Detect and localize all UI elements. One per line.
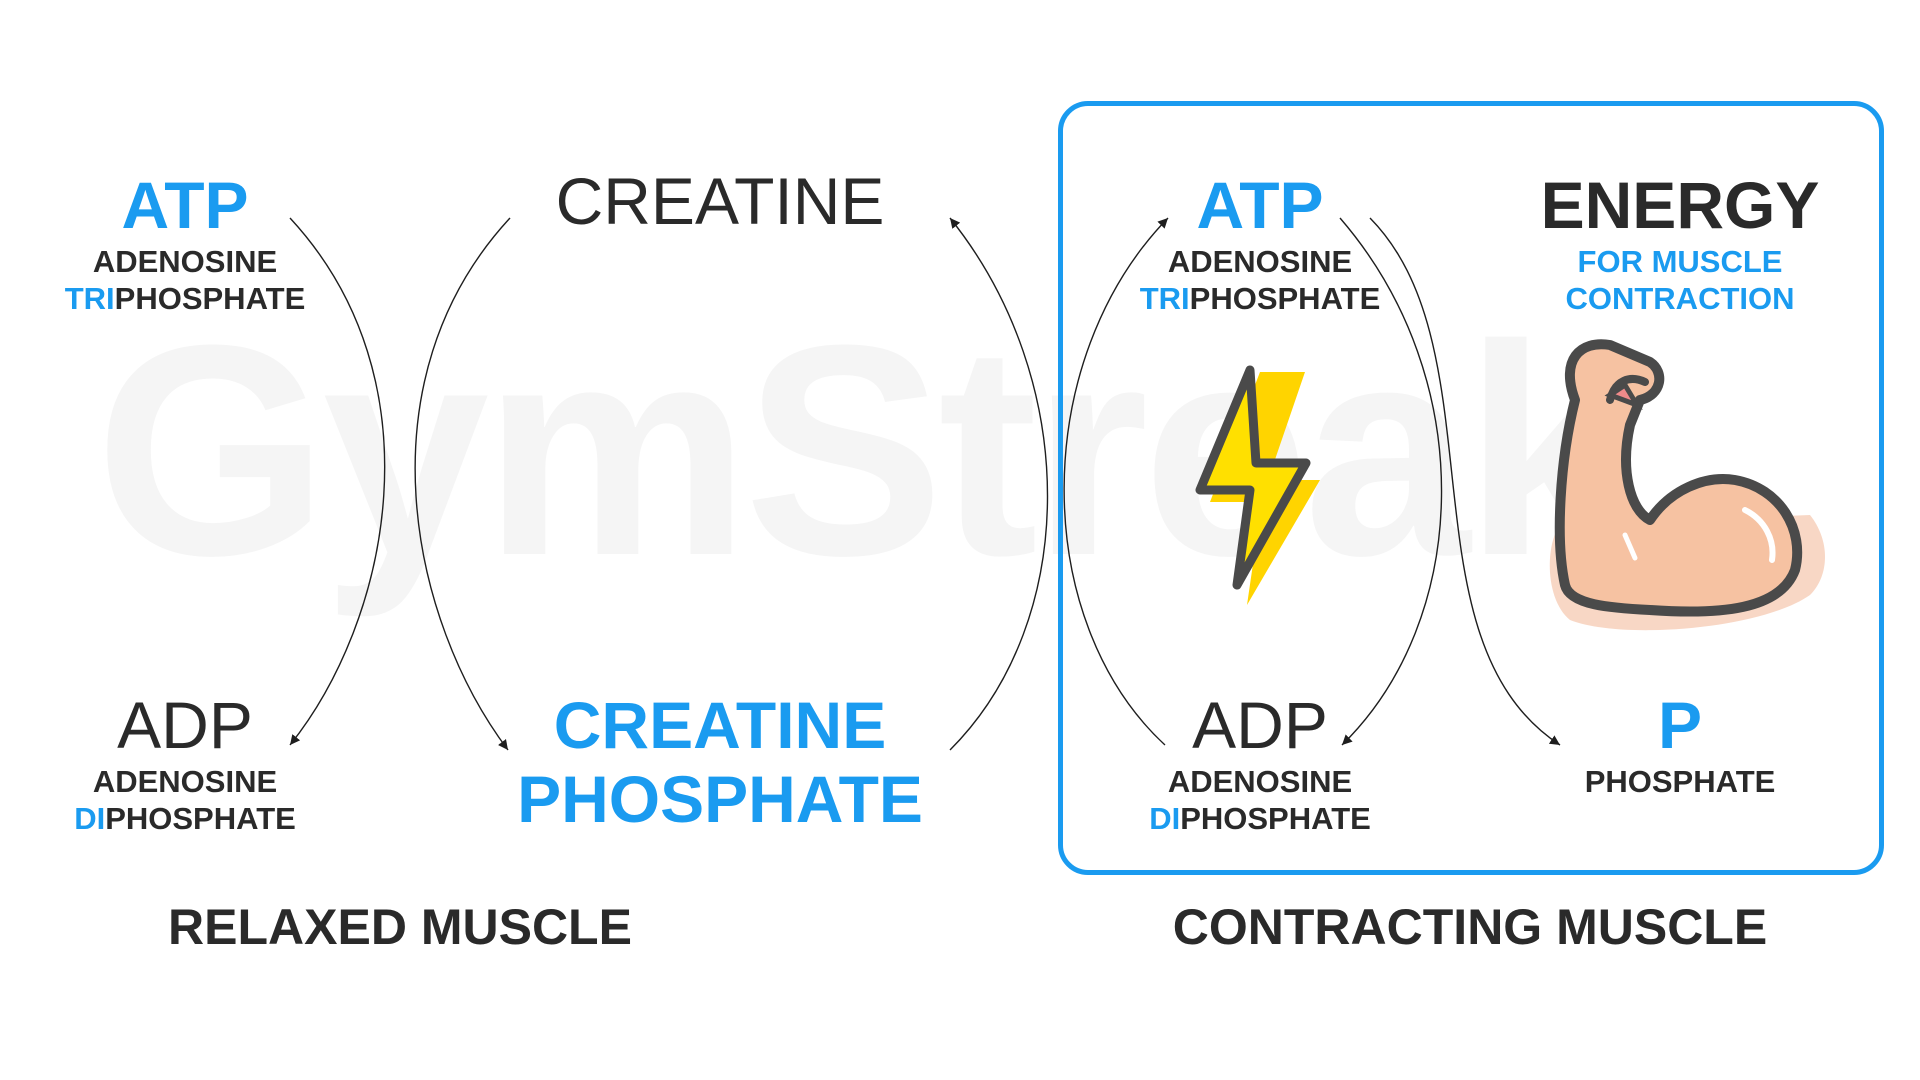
- relaxed-atp-line2: TRIPHOSPHATE: [60, 280, 310, 317]
- creatine-phosphate-line1: CREATINE: [553, 688, 887, 762]
- arrow-atp-to-adp-relaxed: [289, 217, 386, 746]
- relaxed-adp-rest: PHOSPHATE: [105, 801, 296, 836]
- lightning-bolt-icon: [1195, 365, 1320, 605]
- contracting-adp-prefix: DI: [1149, 801, 1181, 836]
- relaxed-adp-line2: DIPHOSPHATE: [50, 800, 320, 837]
- creatine-phosphate-line2: PHOSPHATE: [517, 762, 923, 836]
- contracting-atp-prefix: TRI: [1139, 281, 1190, 316]
- contracting-adp-rest: PHOSPHATE: [1180, 801, 1371, 836]
- phosphate-text: PHOSPHATE: [1584, 764, 1776, 799]
- relaxed-adp: ADP ADENOSINE DIPHOSPHATE: [50, 692, 320, 837]
- arrow-atp-to-phosphate: [1369, 217, 1561, 746]
- relaxed-adp-abbr: ADP: [117, 688, 253, 762]
- creatine-phosphate-label: CREATINE PHOSPHATE: [480, 692, 960, 832]
- energy-line1: FOR MUSCLE: [1577, 244, 1783, 279]
- contracting-atp: ATP ADENOSINE TRIPHOSPHATE: [1125, 172, 1395, 317]
- contracting-frame: [1058, 101, 1884, 875]
- phosphate-abbr: P: [1657, 688, 1703, 762]
- contracting-atp-line1: ADENOSINE: [1167, 244, 1353, 279]
- contracting-caption: CONTRACTING MUSCLE: [1172, 899, 1768, 955]
- relaxed-adp-prefix: DI: [74, 801, 106, 836]
- contracting-adp-line1: ADENOSINE: [1167, 764, 1353, 799]
- phosphate-label: P PHOSPHATE: [1540, 692, 1820, 800]
- creatine-label: CREATINE: [555, 164, 885, 238]
- relaxed-caption: RELAXED MUSCLE: [168, 899, 632, 955]
- arrow-adp-to-atp: [1063, 217, 1169, 746]
- arrow-cp-to-creatine: [949, 217, 1049, 751]
- flexed-bicep-icon: [1549, 339, 1825, 631]
- arrow-atp-to-adp-contracting: [1339, 217, 1443, 746]
- contracting-atp-line2: TRIPHOSPHATE: [1125, 280, 1395, 317]
- arrow-creatine-to-cp: [414, 217, 511, 751]
- energy-line2: CONTRACTION: [1565, 281, 1795, 316]
- contracting-adp: ADP ADENOSINE DIPHOSPHATE: [1125, 692, 1395, 837]
- relaxed-atp-prefix: TRI: [64, 281, 115, 316]
- relaxed-atp-rest: PHOSPHATE: [114, 281, 306, 316]
- relaxed-adp-line1: ADENOSINE: [92, 764, 278, 799]
- contracting-adp-line2: DIPHOSPHATE: [1125, 800, 1395, 837]
- relaxed-atp: ATP ADENOSINE TRIPHOSPHATE: [60, 172, 310, 317]
- watermark: GymStreak: [95, 282, 1631, 618]
- contracting-adp-abbr: ADP: [1192, 688, 1328, 762]
- contracting-atp-rest: PHOSPHATE: [1189, 281, 1381, 316]
- relaxed-atp-line1: ADENOSINE: [92, 244, 278, 279]
- energy-label: ENERGY FOR MUSCLE CONTRACTION: [1510, 172, 1850, 317]
- contracting-atp-abbr: ATP: [1196, 168, 1324, 242]
- relaxed-atp-abbr: ATP: [121, 168, 249, 242]
- energy-title: ENERGY: [1540, 168, 1820, 242]
